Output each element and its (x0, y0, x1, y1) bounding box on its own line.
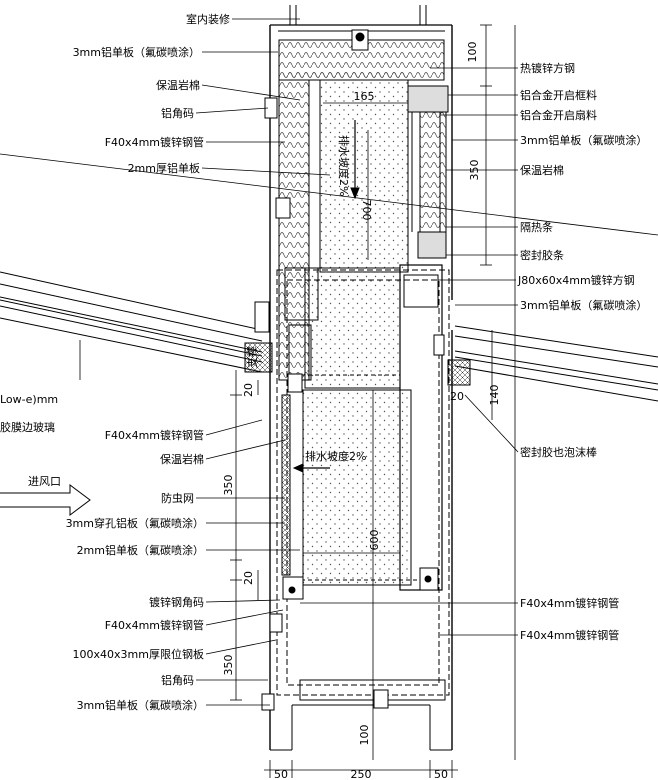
dimension-lines (230, 24, 516, 778)
dimension-texts: 100 350 165 700 140 20 20 350 600 20 350… (222, 42, 501, 780)
label-j80-steel-tube: J80x60x4mm镀锌方钢 (517, 273, 635, 287)
label-perforated-panel: 3mm穿孔铝板（氟碳喷涂） (66, 516, 204, 530)
label-galvanized-square-steel: 热镀锌方钢 (520, 61, 575, 75)
label-thermal-break: 隔热条 (520, 220, 553, 234)
label-2mm-panel-coated: 2mm铝单板（氟碳喷涂） (77, 543, 204, 557)
left-label-group: 室内装修 3mm铝单板（氟碳喷涂） 保温岩棉 铝角码 F40x4mm镀锌钢管 2… (0, 12, 230, 712)
dim-140: 140 (488, 385, 501, 406)
label-laminated-glass: 胶膜边玻璃 (0, 420, 55, 434)
left-sloped-glass (0, 271, 273, 373)
label-aluminium-panel-right-2: 3mm铝单板（氟碳喷涂） (520, 298, 647, 312)
main-section-body (269, 5, 453, 751)
label-steel-pipe-top: F40x4mm镀锌钢管 (105, 135, 204, 149)
label-limit-plate: 100x40x3mm厚限位钢板 (73, 647, 204, 661)
label-steel-pipe-right-2: F40x4mm镀锌钢管 (520, 628, 619, 642)
right-sloped-glass (447, 325, 658, 402)
dim-350-right: 350 (468, 160, 481, 181)
dim-20-left-1: 20 (242, 383, 255, 397)
label-aluminium-panel-top: 3mm铝单板（氟碳喷涂） (73, 45, 200, 59)
label-sealing-strip: 密封胶条 (520, 248, 564, 262)
label-rock-wool-right: 保温岩棉 (520, 163, 564, 177)
inlet-label: 进风口 (28, 475, 61, 488)
slope-arrows (292, 120, 360, 473)
label-aluminium-panel-low: 3mm铝单板（氟碳喷涂） (77, 698, 204, 712)
angle-clips (254, 29, 445, 711)
label-aluminium-angle-top: 铝角码 (161, 106, 194, 120)
label-rock-wool-top: 保温岩棉 (156, 78, 200, 92)
label-rock-wool-mid: 保温岩棉 (160, 452, 204, 466)
dim-100-bottom: 100 (358, 725, 371, 746)
support-note: 支撑 (245, 346, 259, 368)
label-opening-frame: 铝合金开启框料 (520, 88, 597, 102)
slope-label-upper: 排水坡度2% (337, 135, 351, 196)
dim-165: 165 (354, 90, 375, 103)
label-lowe-glass: Low-e)mm (0, 393, 58, 406)
label-steel-angle: 镀锌钢角码 (149, 595, 204, 609)
dim-20-left-2: 20 (242, 571, 255, 585)
label-steel-pipe-low: F40x4mm镀锌钢管 (105, 618, 204, 632)
dim-20-right: 20 (450, 390, 464, 403)
slope-label-lower: 排水坡度2% (305, 449, 366, 463)
dim-250: 250 (351, 768, 372, 780)
label-interior-finish: 室内装修 (186, 12, 230, 26)
dim-700: 700 (360, 200, 373, 221)
label-aluminium-panel-right: 3mm铝单板（氟碳喷涂） (520, 133, 647, 147)
dim-350-left-2: 350 (222, 655, 235, 676)
dim-50-left: 50 (274, 768, 288, 780)
label-steel-pipe-mid: F40x4mm镀锌钢管 (105, 428, 204, 442)
label-steel-pipe-right-1: F40x4mm镀锌钢管 (520, 596, 619, 610)
label-opening-sash: 铝合金开启扇料 (520, 108, 597, 122)
label-insect-screen: 防虫网 (161, 491, 194, 505)
inlet-arrow-icon (0, 484, 91, 516)
leader-lines (79, 18, 519, 706)
label-aluminium-angle-low: 铝角码 (161, 673, 194, 687)
dim-100-top: 100 (466, 42, 479, 63)
dim-350-left-1: 350 (222, 475, 235, 496)
right-label-group: 热镀锌方钢 铝合金开启框料 铝合金开启扇料 3mm铝单板（氟碳喷涂） 保温岩棉 … (517, 61, 647, 642)
label-sealant-foam-rod: 密封胶也泡沫棒 (520, 445, 597, 459)
label-2mm-panel: 2mm厚铝单板 (128, 161, 200, 175)
dim-600: 600 (368, 530, 381, 551)
dim-50-right: 50 (434, 768, 448, 780)
